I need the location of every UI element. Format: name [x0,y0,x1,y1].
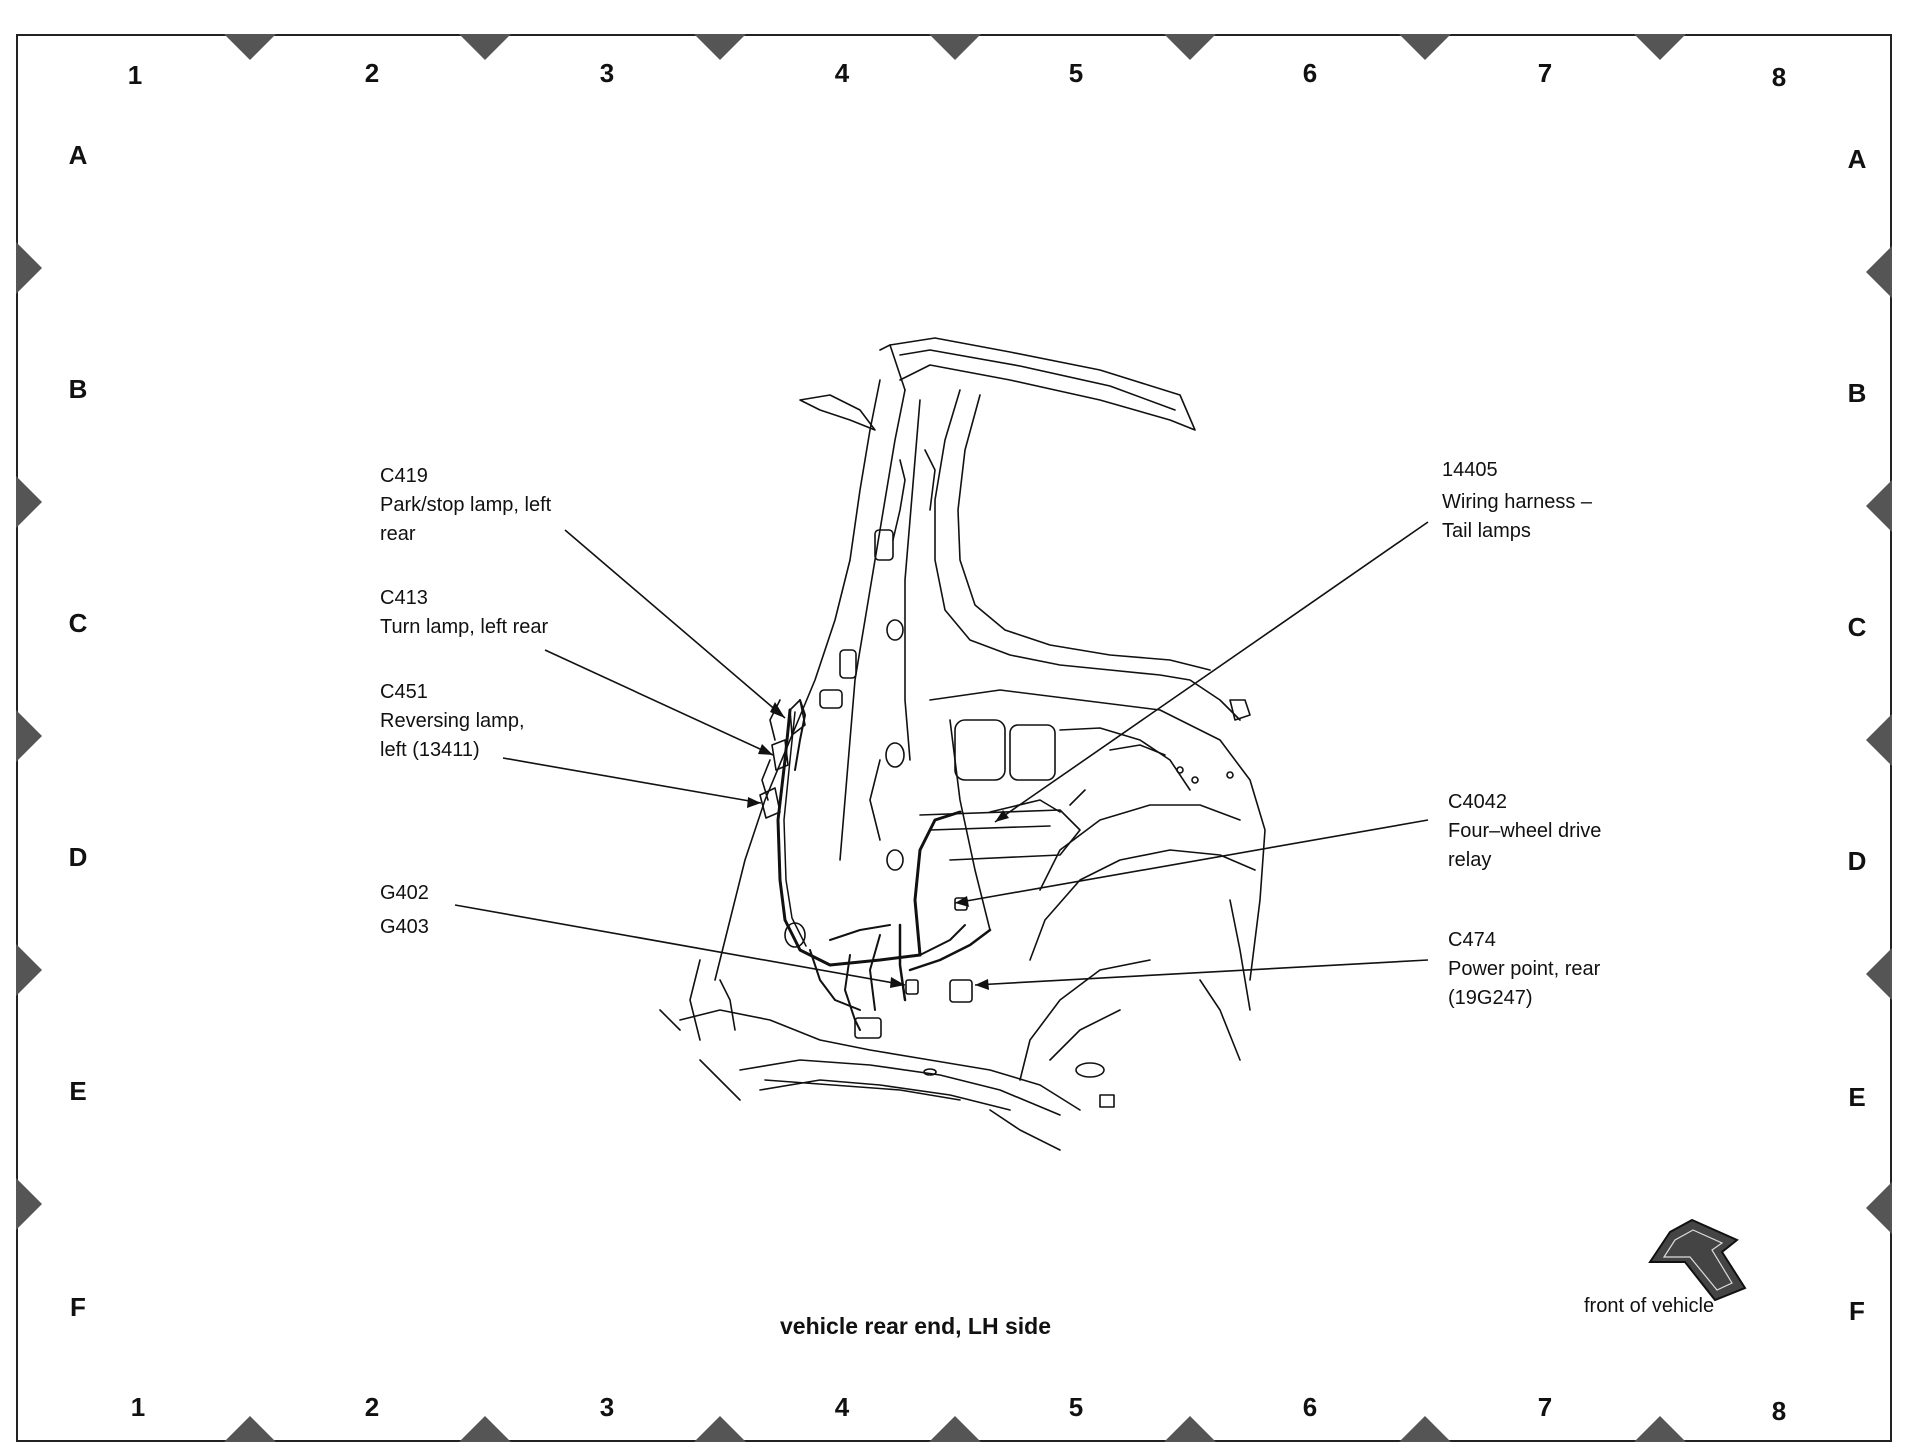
grid-marker-top [929,34,981,60]
grid-marker-top [1164,34,1216,60]
grid-marker-left [16,242,42,294]
column-label-bottom: 2 [364,1392,380,1422]
column-label-top: 5 [1068,58,1084,88]
row-label-right: E [1848,1082,1866,1112]
grid-marker-right [1866,714,1892,766]
grid-marker-bottom [694,1416,746,1442]
callout-c474: C474 Power point, rear (19G247) [1448,926,1600,1013]
grid-marker-top [1634,34,1686,60]
grid-marker-bottom [1399,1416,1451,1442]
harness-desc: Wiring harness – [1442,491,1593,513]
grid-marker-top [224,34,276,60]
callout-c4042: C4042 Four–wheel drive relay [1448,788,1601,875]
row-label-right: D [1847,846,1867,876]
column-label-top: 4 [834,58,850,88]
grid-marker-top [459,34,511,60]
grid-marker-bottom [459,1416,511,1442]
callout-g402: G402 G403 [380,876,429,944]
column-label-bottom: 7 [1537,1392,1553,1422]
connector-desc: Power point, rear [1448,958,1601,980]
connector-desc: Turn lamp, left rear [380,616,549,638]
callout-14405: 14405 Wiring harness – Tail lamps [1442,456,1592,546]
front-of-vehicle-arrow-icon [1648,1218,1747,1302]
diagram-caption: vehicle rear end, LH side [780,1313,1052,1339]
grid-marker-top [694,34,746,60]
connector-desc: left (13411) [380,739,480,761]
row-label-left: D [68,842,88,872]
row-label-left: F [70,1292,86,1322]
grid-marker-right [1866,1182,1892,1234]
column-label-bottom: 4 [834,1392,850,1422]
connector-desc: Park/stop lamp, left [380,494,552,516]
column-label-bottom: 3 [599,1392,615,1422]
connector-desc: Reversing lamp, [380,710,525,732]
connector-code: C419 [380,465,428,487]
connector-code: C413 [380,587,428,609]
ground-code: G403 [380,916,429,938]
grid-marker-bottom [224,1416,276,1442]
row-label-right: A [1847,144,1867,174]
column-label-bottom: 5 [1068,1392,1084,1422]
grid-marker-left [16,944,42,996]
harness-desc: Tail lamps [1442,520,1531,542]
row-label-right: C [1847,612,1867,642]
row-label-left: C [68,608,88,638]
row-label-right: F [1849,1296,1865,1326]
column-label-top: 7 [1537,58,1553,88]
column-label-top: 6 [1302,58,1318,88]
column-label-bottom: 1 [130,1392,146,1422]
connector-code: C474 [1448,929,1496,951]
callout-c451: C451 Reversing lamp, left (13411) [380,678,525,765]
grid-marker-right [1866,948,1892,1000]
column-label-top: 8 [1771,62,1787,92]
callout-c419: C419 Park/stop lamp, left rear [380,462,551,549]
grid-marker-bottom [1164,1416,1216,1442]
connector-desc: (19G247) [1448,987,1533,1009]
harness-code: 14405 [1442,459,1498,481]
callout-c413: C413 Turn lamp, left rear [380,584,548,642]
grid-marker-bottom [1634,1416,1686,1442]
row-label-left: A [68,140,88,170]
column-label-top: 2 [364,58,380,88]
grid-marker-left [16,710,42,762]
connector-desc: relay [1448,849,1492,871]
row-label-right: B [1847,378,1867,408]
connector-code: C4042 [1448,791,1507,813]
column-label-top: 1 [127,60,143,90]
connector-code: C451 [380,681,428,703]
grid-marker-top [1399,34,1451,60]
row-label-left: E [69,1076,87,1106]
connector-desc: Four–wheel drive [1448,820,1602,842]
column-label-bottom: 8 [1771,1396,1787,1426]
connector-desc: rear [380,523,416,545]
row-label-left: B [68,374,88,404]
grid-marker-bottom [929,1416,981,1442]
column-label-bottom: 6 [1302,1392,1318,1422]
grid-marker-right [1866,246,1892,298]
grid-marker-left [16,1178,42,1230]
ground-code: G402 [380,882,429,904]
column-label-top: 3 [599,58,615,88]
front-of-vehicle-label: front of vehicle [1584,1295,1715,1317]
grid-marker-left [16,476,42,528]
grid-marker-right [1866,480,1892,532]
